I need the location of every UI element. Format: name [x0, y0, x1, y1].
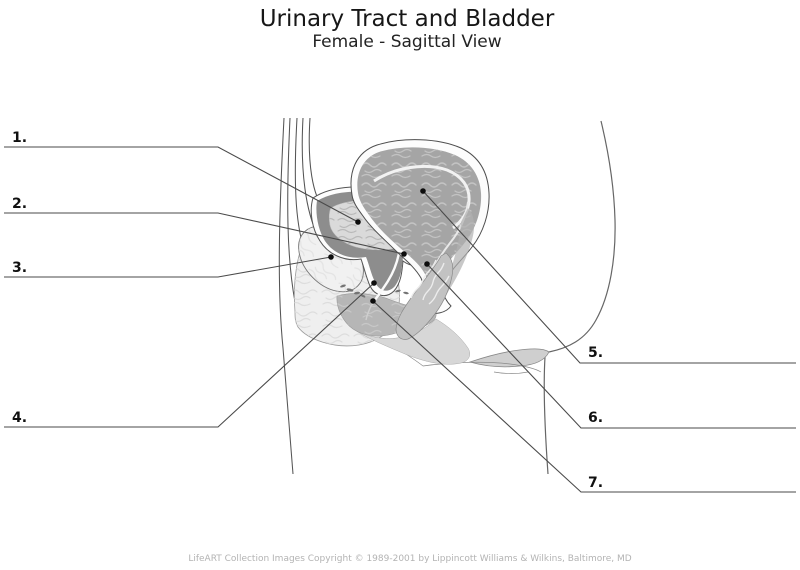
callout-number-7: 7.	[588, 475, 603, 491]
leader-line-5	[422, 190, 796, 364]
abdominal-wall-line-2	[287, 117, 296, 303]
callout-dot-3	[328, 254, 334, 260]
callout-dot-6	[424, 261, 430, 267]
leader-line-7	[372, 300, 796, 493]
abdominal-wall-line-1	[278, 117, 294, 475]
callout-7: 7.	[370, 298, 796, 493]
fold-accent-line	[493, 371, 529, 374]
page-title: Urinary Tract and Bladder	[260, 6, 555, 32]
callout-dot-5	[420, 188, 426, 194]
callout-dot-4	[371, 280, 377, 286]
leader-line-4	[4, 282, 375, 428]
callout-dot-7	[370, 298, 376, 304]
callout-6: 6.	[424, 261, 796, 429]
vagina-outer-band	[427, 208, 475, 320]
callout-number-3: 3.	[12, 260, 27, 276]
uterus-body-texture	[357, 147, 482, 304]
leader-line-3	[4, 256, 332, 278]
leader-line-6	[426, 263, 796, 429]
urethra-canal-lower	[365, 303, 373, 321]
urethra-canal	[371, 252, 401, 305]
uterus	[350, 139, 490, 340]
callouts: 1. 2. 3. 4. 5. 6. 7.	[4, 130, 796, 493]
callout-5: 5.	[420, 188, 796, 364]
leader-line-1	[4, 146, 359, 223]
callout-dot-1	[355, 219, 361, 225]
thigh-outline	[543, 356, 549, 475]
copyright-text: LifeART Collection Images Copyright © 19…	[188, 554, 631, 564]
leader-line-2	[4, 212, 405, 255]
callout-number-6: 6.	[588, 410, 603, 426]
callout-1: 1.	[4, 130, 361, 225]
callout-number-1: 1.	[12, 130, 27, 146]
callout-number-2: 2.	[12, 196, 27, 212]
callout-number-4: 4.	[12, 410, 27, 426]
callout-dot-2	[401, 251, 407, 257]
callout-2: 2.	[4, 196, 407, 257]
callout-3: 3.	[4, 254, 334, 278]
buttock-outline	[548, 120, 616, 353]
page-subtitle: Female - Sagittal View	[312, 32, 501, 52]
callout-4: 4.	[4, 280, 377, 428]
callout-number-5: 5.	[588, 345, 603, 361]
sphincter-marks	[340, 284, 409, 298]
